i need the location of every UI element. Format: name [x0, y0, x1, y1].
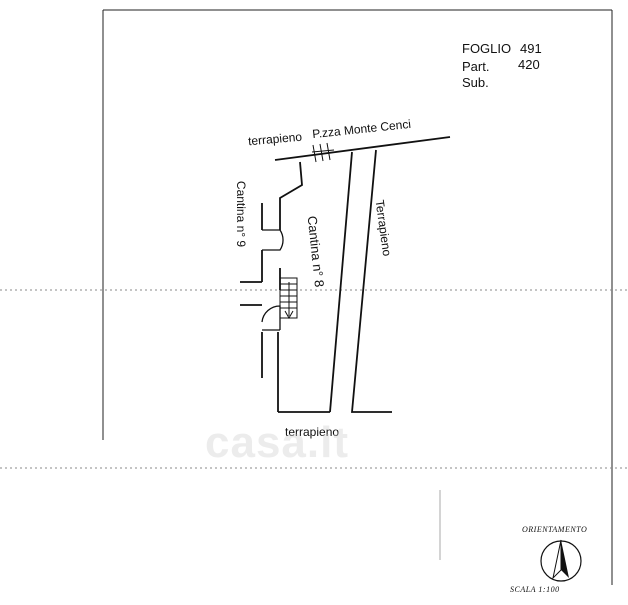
foglio-value: 491 — [520, 41, 542, 56]
scale-label: SCALA 1:100 — [510, 585, 560, 594]
door-cantina-8 — [261, 305, 281, 330]
plan-walls — [240, 136, 451, 413]
cantina-9-label: Cantina n° 9 — [234, 180, 249, 248]
entrance-marker — [311, 142, 335, 163]
part-label: Part. — [462, 59, 490, 74]
north-arrow-icon — [540, 539, 582, 582]
cantina-8-right-wall — [329, 151, 353, 413]
street-wall — [274, 136, 451, 161]
watermark-logo: casa.it — [205, 418, 349, 467]
staircase — [279, 277, 298, 320]
sub-label: Sub. — [462, 75, 489, 90]
cantina-8-upper-left-wall — [279, 161, 303, 230]
part-value: 420 — [518, 57, 540, 72]
door-cantina-9 — [262, 229, 284, 251]
stair-arrow-icon — [284, 310, 294, 320]
orientamento-label: ORIENTAMENTO — [522, 525, 588, 534]
bottom-terrapieno-label: terrapieno — [285, 425, 340, 439]
terrapieno-wall — [351, 149, 392, 413]
foglio-label: FOGLIO — [462, 41, 512, 56]
